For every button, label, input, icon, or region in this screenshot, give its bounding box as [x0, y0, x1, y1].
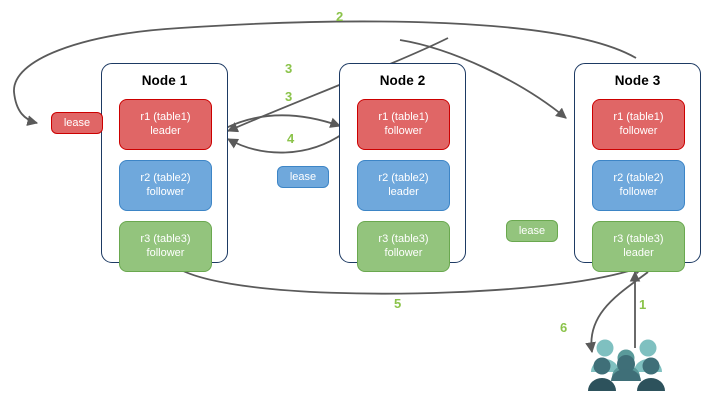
- step-label-3-upper: 3: [285, 61, 293, 76]
- step-label-1: 1: [639, 297, 647, 312]
- range-label-line1: r1 (table1): [140, 111, 191, 123]
- node-card-2[interactable]: Node 2 r1 (table1) follower r2 (table2) …: [339, 63, 466, 272]
- step-label-4: 4: [287, 131, 295, 146]
- range-label-line2: follower: [619, 124, 658, 137]
- arrow-step-5: [171, 263, 646, 295]
- range-r2[interactable]: r2 (table2) follower: [119, 160, 212, 211]
- step-label-5: 5: [394, 296, 402, 311]
- range-label-line2: follower: [146, 185, 185, 198]
- step-label-6: 6: [560, 320, 568, 335]
- lease-badge-r3[interactable]: lease: [506, 220, 558, 242]
- range-label-line1: r2 (table2): [613, 172, 664, 184]
- arrow-step-3-request: [221, 114, 342, 131]
- range-label-line2: follower: [146, 246, 185, 259]
- lease-badge-r2[interactable]: lease: [277, 166, 329, 188]
- range-label-line2: follower: [619, 185, 658, 198]
- arrow-step-6: [585, 271, 649, 354]
- step-label-3-lower: 3: [285, 89, 293, 104]
- range-label-line1: r1 (table1): [378, 111, 429, 123]
- node-card-3[interactable]: Node 3 r1 (table1) follower r2 (table2) …: [574, 63, 701, 272]
- range-label-line1: r2 (table2): [378, 172, 429, 184]
- range-label-line1: r3 (table3): [613, 233, 664, 245]
- range-label-line2: follower: [384, 124, 423, 137]
- arrow-step-2: [13, 20, 637, 126]
- range-r2[interactable]: r2 (table2) follower: [592, 160, 685, 211]
- step-label-2: 2: [336, 9, 344, 24]
- range-r3[interactable]: r3 (table3) follower: [119, 221, 212, 272]
- range-label-line2: follower: [384, 246, 423, 259]
- range-r2[interactable]: r2 (table2) leader: [357, 160, 450, 211]
- lease-badge-r1[interactable]: lease: [51, 112, 103, 134]
- users-front-row: [588, 355, 665, 391]
- range-label-line1: r2 (table2): [140, 172, 191, 184]
- node-title: Node 1: [141, 73, 188, 88]
- arrow-to-node3-r1: [399, 39, 567, 119]
- range-r1[interactable]: r1 (table1) follower: [592, 99, 685, 150]
- node-title: Node 3: [614, 73, 661, 88]
- range-r3[interactable]: r3 (table3) follower: [357, 221, 450, 272]
- node-card-1[interactable]: Node 1 r1 (table1) leader r2 (table2) fo…: [101, 63, 228, 272]
- lease-label: lease: [518, 225, 546, 237]
- range-label-line2: leader: [388, 185, 419, 198]
- range-label-line1: r3 (table3): [140, 233, 191, 245]
- range-label-line2: leader: [623, 246, 654, 259]
- lease-label: lease: [289, 171, 317, 183]
- lease-label: lease: [63, 117, 91, 129]
- range-r1[interactable]: r1 (table1) follower: [357, 99, 450, 150]
- range-label-line1: r3 (table3): [378, 233, 429, 245]
- arrow-step-4-response: [227, 132, 345, 154]
- range-label-line1: r1 (table1): [613, 111, 664, 123]
- node-title: Node 2: [379, 73, 426, 88]
- range-r1[interactable]: r1 (table1) leader: [119, 99, 212, 150]
- range-label-line2: leader: [150, 124, 181, 137]
- range-r3[interactable]: r3 (table3) leader: [592, 221, 685, 272]
